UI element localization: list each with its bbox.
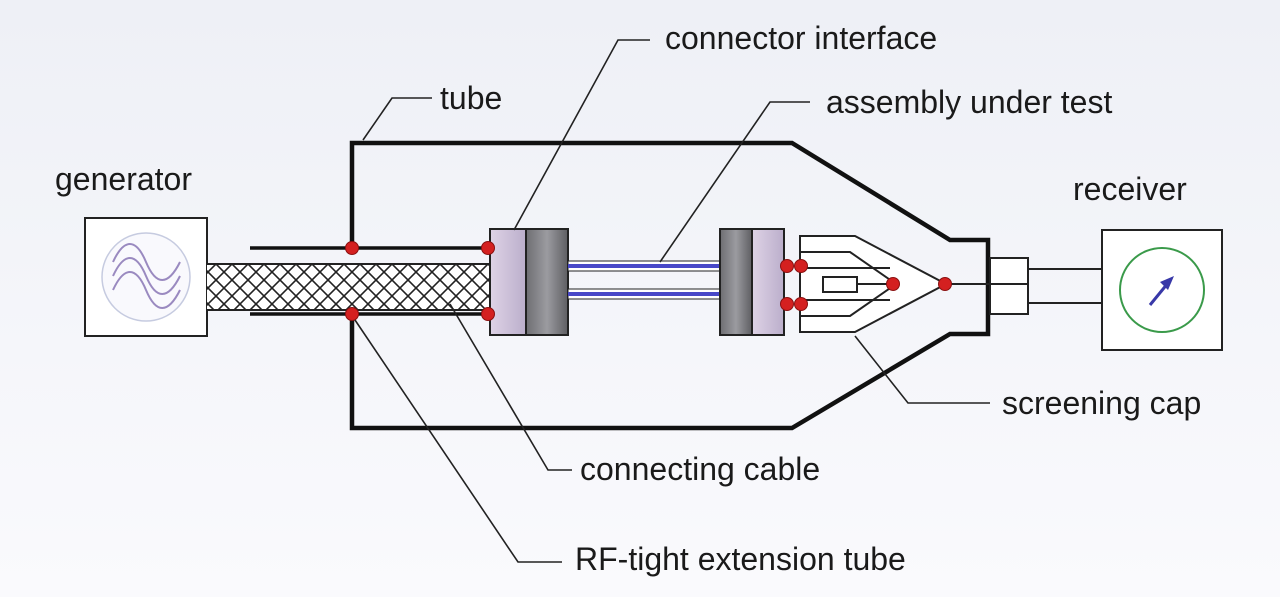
contact-points bbox=[345, 241, 952, 321]
label-receiver: receiver bbox=[1073, 171, 1187, 207]
rf-tight-extension-tube bbox=[250, 246, 489, 316]
label-connector-interface: connector interface bbox=[665, 20, 938, 56]
label-screening-cap: screening cap bbox=[1002, 385, 1202, 421]
meter-arrow-icon bbox=[1148, 276, 1174, 306]
leader-tube bbox=[362, 97, 432, 141]
receiver bbox=[1101, 229, 1223, 351]
leader-lines bbox=[354, 39, 990, 563]
leader-connector-interface bbox=[513, 39, 650, 231]
label-connecting-cable: connecting cable bbox=[580, 451, 821, 487]
sine-wave-icon bbox=[112, 243, 181, 309]
label-assembly-under-test: assembly under test bbox=[826, 84, 1113, 120]
label-generator: generator bbox=[55, 161, 192, 197]
leader-screening-cap bbox=[854, 335, 990, 404]
leader-connecting-cable bbox=[449, 303, 572, 471]
screening-cap bbox=[799, 235, 949, 333]
connector-interface-left bbox=[489, 228, 569, 336]
receiver-connector bbox=[946, 257, 1102, 315]
label-rf-tight-extension-tube: RF-tight extension tube bbox=[575, 541, 906, 577]
assembly-under-test bbox=[567, 260, 721, 300]
connecting-cable bbox=[207, 263, 489, 311]
leader-assembly-under-test bbox=[659, 101, 810, 263]
connector-interface-right bbox=[719, 228, 785, 336]
leader-rf-tight-extension-tube bbox=[354, 319, 562, 563]
generator bbox=[84, 217, 208, 337]
tube-housing bbox=[349, 140, 991, 431]
label-tube: tube bbox=[440, 80, 503, 116]
